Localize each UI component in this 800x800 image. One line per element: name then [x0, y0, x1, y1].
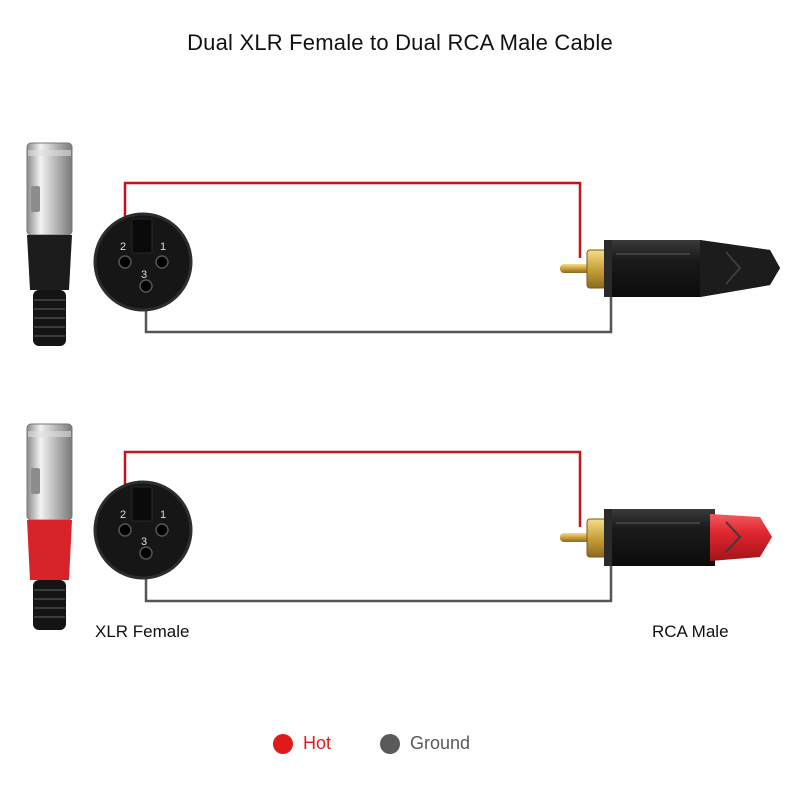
legend-hot-label: Hot — [303, 733, 332, 753]
legend-ground: Ground — [380, 733, 470, 754]
xlr-female-face-1: 2 1 3 — [93, 212, 193, 312]
pin-label-3: 3 — [141, 269, 147, 281]
rca-male-connector-2 — [560, 509, 772, 566]
hot-wire-2 — [123, 450, 582, 527]
cable-1: 2 1 3 — [26, 142, 780, 346]
pin-1-socket — [155, 255, 169, 269]
hot-dot-icon — [273, 733, 293, 754]
pin-2-socket — [118, 255, 132, 269]
pin-3-socket — [139, 279, 153, 293]
pin-label-2: 2 — [120, 241, 126, 253]
pin-label-1: 1 — [160, 241, 166, 253]
ground-wire-2 — [144, 552, 613, 603]
rca-male-label: RCA Male — [652, 622, 729, 641]
legend-hot: Hot — [273, 733, 331, 754]
legend-ground-label: Ground — [410, 733, 471, 753]
xlr-connector-side-1 — [26, 142, 73, 346]
diagram-title: Dual XLR Female to Dual RCA Male Cable — [187, 30, 613, 55]
pin-label-3: 3 — [141, 536, 147, 548]
ground-dot-icon — [380, 733, 400, 754]
pin-2-socket — [118, 523, 132, 537]
hot-wire-1 — [123, 181, 582, 258]
cable-2: 2 1 3 — [26, 423, 772, 630]
ground-wire-1 — [144, 283, 613, 334]
pin-3-socket — [139, 546, 153, 560]
xlr-connector-side-2 — [26, 423, 73, 630]
pin-label-2: 2 — [120, 509, 126, 521]
xlr-female-face-2: 2 1 3 — [93, 480, 193, 580]
rca-male-connector-1 — [560, 240, 780, 297]
xlr-female-label: XLR Female — [95, 622, 190, 641]
pin-label-1: 1 — [160, 509, 166, 521]
pin-1-socket — [155, 523, 169, 537]
